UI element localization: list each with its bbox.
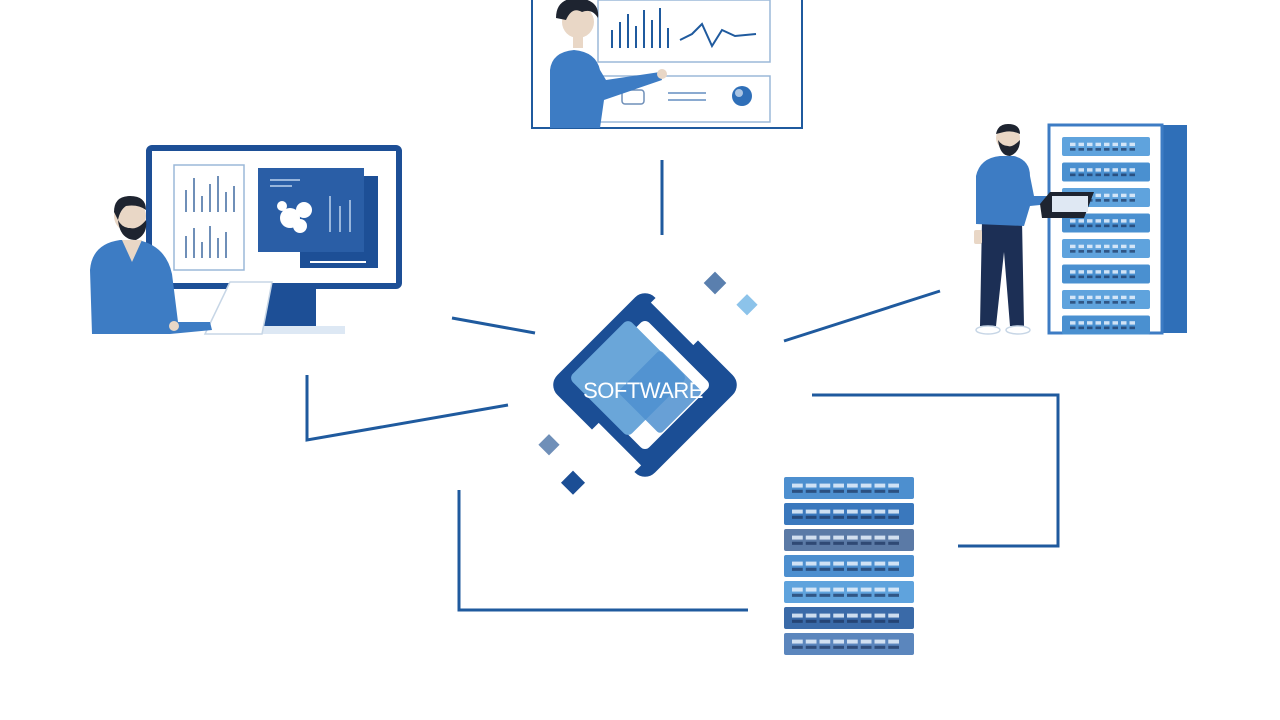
logo-square-2 (736, 294, 758, 316)
server-unit (1062, 137, 1150, 156)
logo-gap-top (650, 282, 714, 346)
server-unit (784, 529, 914, 551)
server-unit (784, 581, 914, 603)
server-stack (784, 477, 914, 655)
analyst-presenting-chart (531, 0, 803, 129)
server-unit (1062, 315, 1150, 335)
logo-square-1 (703, 271, 727, 295)
developer-body (90, 240, 212, 334)
server-unit (784, 633, 914, 655)
connector-right-bracket (812, 393, 1060, 548)
server-unit (1062, 290, 1150, 309)
logo-square-4 (560, 470, 586, 495)
logo-mid-tile (619, 351, 701, 433)
logo-gap-bottom (578, 422, 642, 486)
server-unit (1062, 213, 1150, 233)
presenter-head (562, 6, 594, 38)
developer-hair (114, 196, 146, 220)
technician-at-server-rack (974, 123, 1187, 335)
monitor-stand-bottom (225, 326, 345, 334)
connector-lines (305, 160, 1060, 612)
logo-label: SOFTWARE (583, 378, 703, 403)
logo-square-3 (538, 434, 560, 456)
server-unit (784, 555, 914, 577)
laptop (203, 281, 273, 335)
chart-bars (611, 8, 669, 48)
software-logo: SOFTWARE (538, 271, 758, 495)
developer-collar (122, 240, 142, 262)
technician-beard (998, 140, 1020, 156)
pie-chart-icon (277, 201, 312, 233)
technician-shirt (976, 156, 1050, 226)
server-unit (1062, 239, 1150, 258)
server-unit (784, 503, 914, 525)
developer-at-monitor (90, 145, 402, 335)
presenter-hair (556, 0, 599, 20)
connector-left-short (451, 316, 536, 335)
connector-left-bracket (305, 375, 509, 442)
rack-side (1160, 125, 1187, 333)
server-unit (1062, 162, 1150, 182)
server-unit (784, 607, 914, 629)
chart-panel (597, 0, 771, 63)
connector-bottom-bracket (457, 490, 748, 612)
connector-right (783, 289, 941, 343)
technician-pants (980, 220, 1024, 326)
globe-icon (732, 86, 752, 106)
server-unit (1062, 264, 1150, 284)
chart-line (679, 22, 757, 49)
presenter-body (550, 50, 662, 128)
server-unit (784, 477, 914, 499)
rack-units (1062, 137, 1150, 335)
technician-hair (996, 124, 1020, 134)
developer-beard (118, 220, 147, 240)
